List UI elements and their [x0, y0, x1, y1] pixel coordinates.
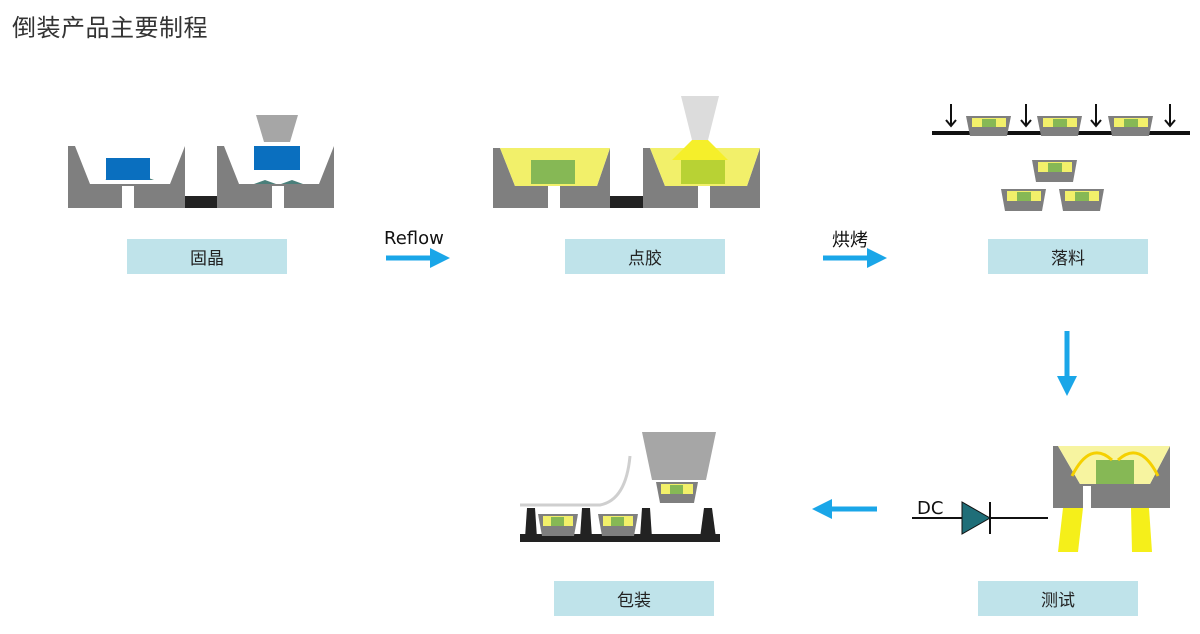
step-label-test: 测试	[978, 581, 1138, 616]
step-label-dispense: 点胶	[565, 239, 725, 274]
package-illustration	[520, 432, 720, 542]
die-bond-illustration	[68, 115, 334, 208]
test-illustration	[912, 446, 1170, 552]
dispense-illustration	[493, 96, 760, 208]
drop-illustration	[932, 104, 1190, 211]
dc-label: DC	[917, 498, 944, 519]
step-label-drop: 落料	[988, 239, 1148, 274]
step-label-package: 包装	[554, 581, 714, 616]
step-label-die-bond: 固晶	[127, 239, 287, 274]
bake-label: 烘烤	[832, 230, 868, 251]
reflow-label: Reflow	[384, 228, 444, 249]
page-title: 倒装产品主要制程	[12, 14, 208, 42]
